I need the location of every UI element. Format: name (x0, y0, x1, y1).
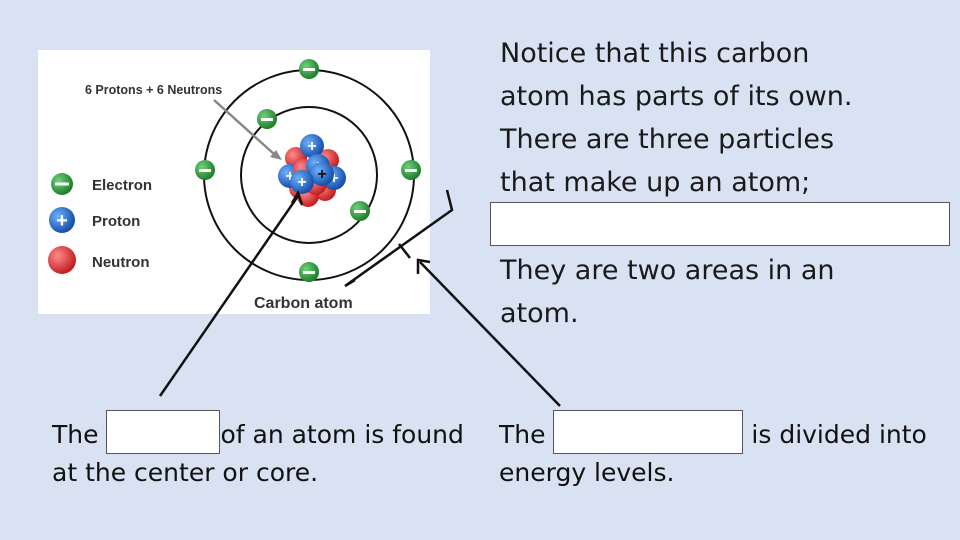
annotation-arrowhead (270, 150, 282, 160)
legend-proton-label: Proton (92, 213, 140, 230)
inner-orbit (240, 106, 378, 244)
svg-text:+: + (317, 166, 326, 183)
diagram-caption: Carbon atom (254, 295, 353, 312)
svg-text:+: + (307, 138, 316, 155)
legend-electron-label: Electron (92, 177, 152, 194)
intro-line-1: Notice that this carbon (500, 38, 810, 69)
nucleus-annotation: 6 Protons + 6 Neutrons (85, 83, 222, 97)
svg-text:+: + (297, 174, 306, 191)
svg-text:+: + (56, 210, 68, 232)
electron-cloud-statement: The is divided into energy levels. (499, 410, 939, 492)
carbon-atom-diagram: 6 Protons + 6 Neutrons + + + + (48, 59, 421, 312)
legend: Electron + Proton Neutron (48, 173, 152, 274)
proton-legend-icon (49, 207, 75, 233)
areas-text: They are two areas in an atom. (500, 255, 835, 329)
atom-diagram-panel: 6 Protons + 6 Neutrons + + + + (38, 50, 430, 314)
intro-line-4: that make up an atom; (500, 167, 811, 198)
cloud-answer-blank[interactable] (553, 410, 744, 454)
svg-text:+: + (329, 170, 338, 187)
nucleus-statement-prefix: The (52, 420, 99, 449)
nucleus-statement: The of an atom is found at the center or… (52, 410, 472, 492)
intro-text: Notice that this carbon atom has parts o… (500, 32, 920, 204)
nucleus-statement-rest: of an atom is found at the center or cor… (52, 420, 464, 487)
intro-line-3: There are three particles (500, 124, 835, 155)
svg-text:+: + (285, 168, 294, 185)
particles-answer-blank[interactable] (490, 202, 950, 246)
legend-neutron-label: Neutron (92, 254, 150, 271)
nucleus-answer-blank[interactable] (106, 410, 221, 454)
annotation-arrow (213, 99, 275, 155)
cloud-statement-prefix: The (499, 420, 546, 449)
intro-line-2: atom has parts of its own. (500, 81, 853, 112)
nucleus: + + + + + + (278, 134, 346, 207)
neutron-legend-icon (48, 246, 76, 274)
cloud-statement-rest: is divided into energy levels. (499, 420, 927, 487)
